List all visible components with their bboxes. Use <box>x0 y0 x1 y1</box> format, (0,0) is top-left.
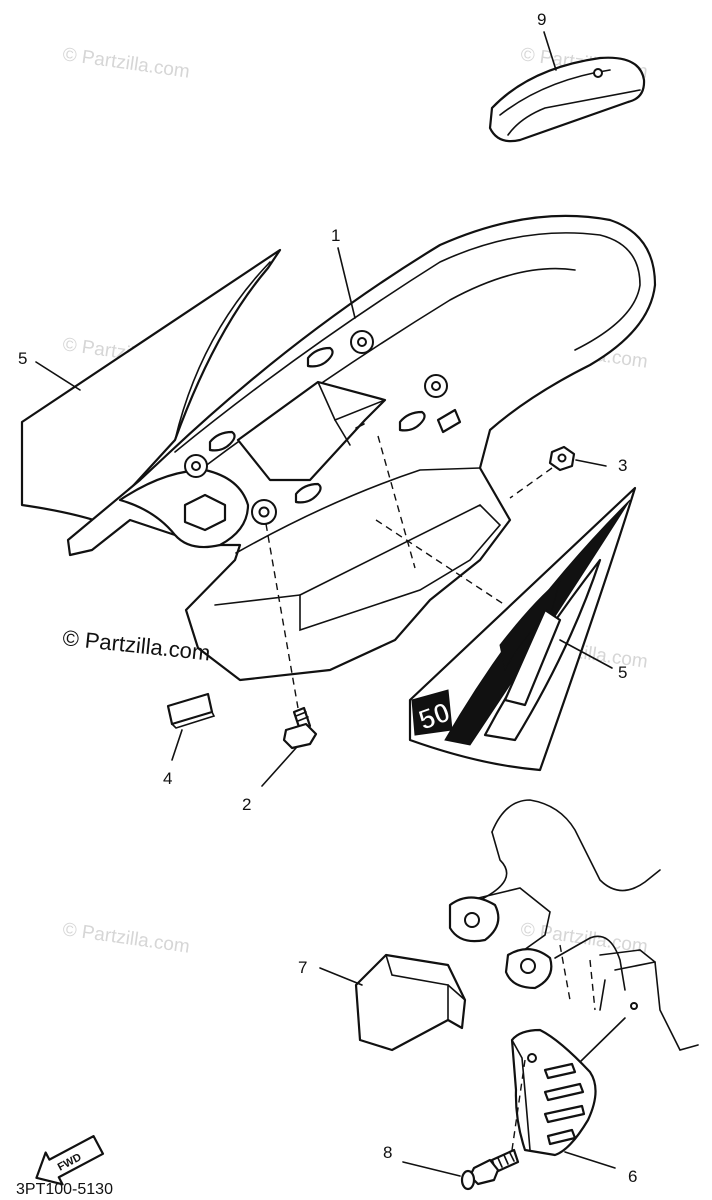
part-6-guard[interactable] <box>510 1028 597 1157</box>
callout-2: 2 <box>242 795 251 814</box>
callout-1: 1 <box>331 226 340 245</box>
callout-6: 6 <box>628 1167 637 1186</box>
part-1-rear-fender[interactable] <box>66 214 657 682</box>
callout-4: 4 <box>163 769 172 788</box>
copyright-watermark: © Partzilla.com <box>61 625 211 665</box>
callout-5a: 5 <box>18 349 27 368</box>
part-8-bolt[interactable] <box>460 1148 520 1191</box>
callout-7: 7 <box>298 958 307 977</box>
watermark: © Partzilla.com <box>61 919 191 958</box>
watermark: © Partzilla.com <box>61 44 191 83</box>
part-5-left-decal[interactable] <box>20 248 282 524</box>
callout-9: 9 <box>537 10 546 29</box>
part-3-nut[interactable] <box>548 445 576 472</box>
part-7-cover[interactable] <box>354 953 467 1052</box>
callout-3: 3 <box>618 456 627 475</box>
diagram-code: 3PT100-5130 <box>16 1181 113 1198</box>
fwd-arrow-icon: FWD <box>35 1135 105 1186</box>
part-9-pad[interactable] <box>488 56 646 143</box>
mounting-hole-icon <box>593 68 603 78</box>
part-4-pad[interactable] <box>166 692 216 729</box>
part-5-right-decal[interactable]: 50 <box>408 486 637 772</box>
frame-reference <box>448 799 699 1051</box>
part-2-bolt[interactable] <box>282 706 318 750</box>
callout-5b: 5 <box>618 663 627 682</box>
callout-8: 8 <box>383 1143 392 1162</box>
